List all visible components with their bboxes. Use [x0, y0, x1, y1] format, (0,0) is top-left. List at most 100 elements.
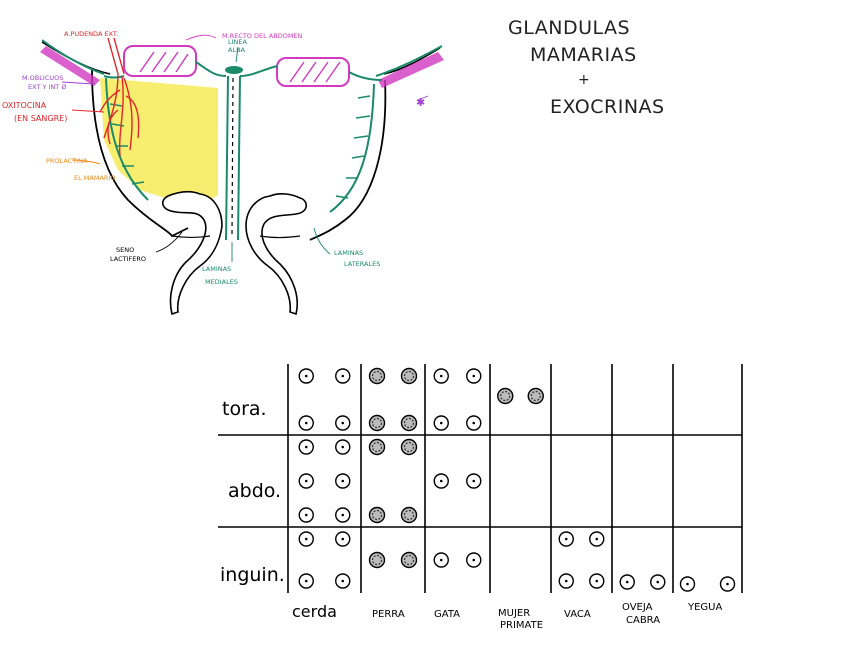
teat-marker: [400, 506, 418, 524]
label-lactiferous-sinus-2: LACTIFERO: [110, 255, 146, 263]
teat-marker: [433, 415, 449, 431]
col-label-oveja: OVEJA: [622, 602, 653, 613]
teat-marker: [368, 367, 386, 385]
teat-marker: [558, 531, 574, 547]
col-label-cerda: cerda: [292, 602, 337, 621]
rectus-abdominis-right: [276, 57, 350, 87]
label-oblique-muscles-2: EXT Y INT Ø: [28, 83, 66, 91]
medial-laminae: [225, 75, 241, 241]
title-line-3: +: [578, 72, 590, 88]
col-label-vaca: VACA: [564, 609, 591, 620]
teat-marker: [527, 387, 544, 405]
label-pudendal-artery: A.PUDENDA EXT.: [64, 30, 118, 38]
suspensory-outline-green: [103, 61, 383, 213]
median-dashed-line: [231, 77, 234, 237]
label-oxytocin-2: (EN SANGRE): [14, 114, 67, 123]
rectus-hatch-right: [289, 61, 341, 83]
udder-cross-section: A.PUDENDA EXT. M.OBLICUOS EXT Y INT Ø OX…: [2, 30, 444, 316]
rectus-hatch-left: [139, 51, 189, 73]
teat-marker: [368, 414, 386, 432]
lateral-laminae-ticks: [109, 95, 371, 199]
udder-outline: [91, 69, 387, 241]
label-rectus-abdominis: M.RECTO DEL ABDOMEN: [222, 32, 303, 40]
label-lactiferous-sinus-1: SENO: [116, 246, 134, 254]
oblique-muscle-right: [378, 52, 444, 88]
asterisk-icon: ✱: [416, 96, 425, 109]
teat-marker: [298, 573, 314, 589]
teat-marker: [466, 552, 482, 568]
teat-marker: [335, 473, 351, 489]
teat-distribution-table: tora. abdo. inguin. cerda PERRA GATA MUJ…: [218, 364, 743, 631]
teat-marker: [335, 573, 351, 589]
teat-marker: [368, 506, 386, 524]
fascia-green-left: [41, 39, 105, 75]
leader-lines: [61, 34, 429, 262]
col-label-perra: PERRA: [372, 609, 405, 620]
teat-marker: [433, 473, 449, 489]
label-medial-laminae-1: LAMINAS: [202, 265, 231, 273]
label-medial-laminae-2: MEDIALES: [205, 278, 238, 286]
title-line-1: GLANDULAS: [508, 17, 630, 39]
label-linea-alba-1: LINEA: [228, 38, 248, 46]
teat-right: [245, 193, 308, 316]
teat-marker: [368, 438, 386, 456]
teat-marker: [619, 574, 635, 590]
teat-marker: [335, 415, 351, 431]
teat-marker: [679, 576, 696, 592]
teat-marker: [719, 576, 736, 592]
gland-parenchyma-left: [100, 78, 218, 205]
teat-marker: [400, 367, 418, 385]
teat-marker: [335, 531, 351, 547]
teat-marker: [298, 368, 314, 384]
teat-marker: [466, 415, 482, 431]
title-block: GLANDULAS MAMARIAS + EXOCRINAS: [508, 17, 665, 118]
teat-left: [161, 191, 223, 316]
oblique-muscle-left: [40, 46, 100, 86]
teat-marker: [335, 368, 351, 384]
teat-marker: [558, 573, 574, 589]
teat-marker: [400, 414, 418, 432]
label-prolactin-1: PROLACTINA: [46, 157, 88, 165]
col-label-mujer: MUJER: [498, 608, 530, 619]
teat-marker: [298, 473, 314, 489]
label-lateral-laminae-2: LATERALES: [344, 260, 380, 268]
teat-marker: [298, 531, 314, 547]
label-oblique-muscles-1: M.OBLICUOS: [22, 74, 63, 82]
title-line-2: MAMARIAS: [530, 44, 637, 66]
teat-marker: [335, 439, 351, 455]
label-linea-alba-2: ALBA: [228, 46, 246, 54]
label-lateral-laminae-1: LAMINAS: [334, 249, 363, 257]
title-line-4: EXOCRINAS: [550, 96, 665, 118]
udder-floor-lines: [171, 235, 301, 239]
teat-marker: [298, 439, 314, 455]
teat-marker: [466, 473, 482, 489]
teat-marker: [335, 507, 351, 523]
row-label-inguinal: inguin.: [220, 564, 285, 586]
col-label-gata: GATA: [434, 609, 460, 620]
teat-marker: [433, 368, 449, 384]
teat-marker: [589, 573, 605, 589]
pudendal-artery-branches: [99, 37, 140, 157]
linea-alba-knot: [225, 66, 243, 74]
col-label-yegua: YEGUA: [687, 602, 722, 613]
teat-marker: [650, 574, 666, 590]
col-label-cabra: CABRA: [626, 615, 660, 626]
teat-marker: [497, 387, 514, 405]
teat-marker: [400, 551, 418, 569]
teat-marker: [589, 531, 605, 547]
label-oxytocin-1: OXITOCINA: [2, 101, 47, 110]
teat-marker: [400, 438, 418, 456]
row-label-thoracic: tora.: [222, 398, 267, 420]
fascia-green-right: [375, 45, 443, 77]
label-prolactin-2: EL MAMARIO: [74, 174, 115, 182]
row-label-abdominal: abdo.: [228, 480, 281, 502]
teat-marker: [466, 368, 482, 384]
table-grid: [218, 364, 743, 593]
col-label-primate: PRIMATE: [500, 620, 543, 631]
teat-marker: [298, 415, 314, 431]
teat-marker: [433, 552, 449, 568]
teat-markers: [298, 367, 736, 592]
teat-marker: [368, 551, 386, 569]
teat-marker: [298, 507, 314, 523]
